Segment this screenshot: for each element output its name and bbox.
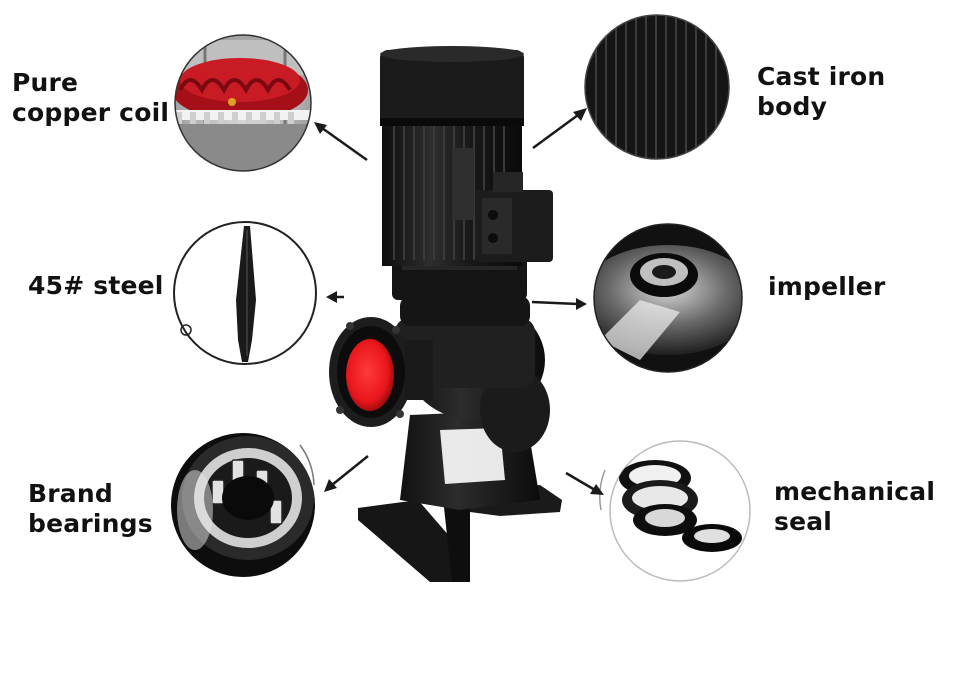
label-bearings-line1: Brand <box>28 479 113 508</box>
label-copper-coil: Pure copper coil <box>12 68 169 128</box>
arrow-to-seal <box>565 471 604 495</box>
arrow-to-steel <box>326 291 344 303</box>
arrow-to-impeller <box>531 298 587 310</box>
label-seal-line2: seal <box>774 507 833 536</box>
label-mechanical-seal: mechanical seal <box>774 477 935 537</box>
label-cast-iron-body: Cast iron body <box>757 62 885 122</box>
label-brand-bearings: Brand bearings <box>28 479 153 539</box>
label-cast-iron-line1: Cast iron <box>757 62 886 91</box>
label-impeller-line1: impeller <box>768 272 886 301</box>
cast-iron-callout <box>584 14 730 160</box>
callout-arrows <box>314 108 604 495</box>
steel-shaft-callout <box>173 221 317 365</box>
arrow-to-bearings <box>324 455 369 492</box>
label-impeller: impeller <box>768 272 886 302</box>
label-copper-coil-line2: copper coil <box>12 98 170 127</box>
pump-illustration <box>329 46 562 582</box>
label-copper-coil-line1: Pure <box>12 68 79 97</box>
bearing-callout <box>171 433 315 577</box>
impeller-callout <box>593 223 743 373</box>
label-seal-line1: mechanical <box>774 477 936 506</box>
label-cast-iron-line2: body <box>757 92 828 121</box>
copper-coil-callout <box>174 34 312 172</box>
label-45-steel-line1: 45# steel <box>28 271 164 300</box>
mechanical-seal-callout <box>599 440 751 582</box>
arrow-to-cast-iron <box>532 108 587 150</box>
label-45-steel: 45# steel <box>28 271 164 301</box>
label-bearings-line2: bearings <box>28 509 153 538</box>
arrow-to-copper-coil <box>314 122 368 162</box>
